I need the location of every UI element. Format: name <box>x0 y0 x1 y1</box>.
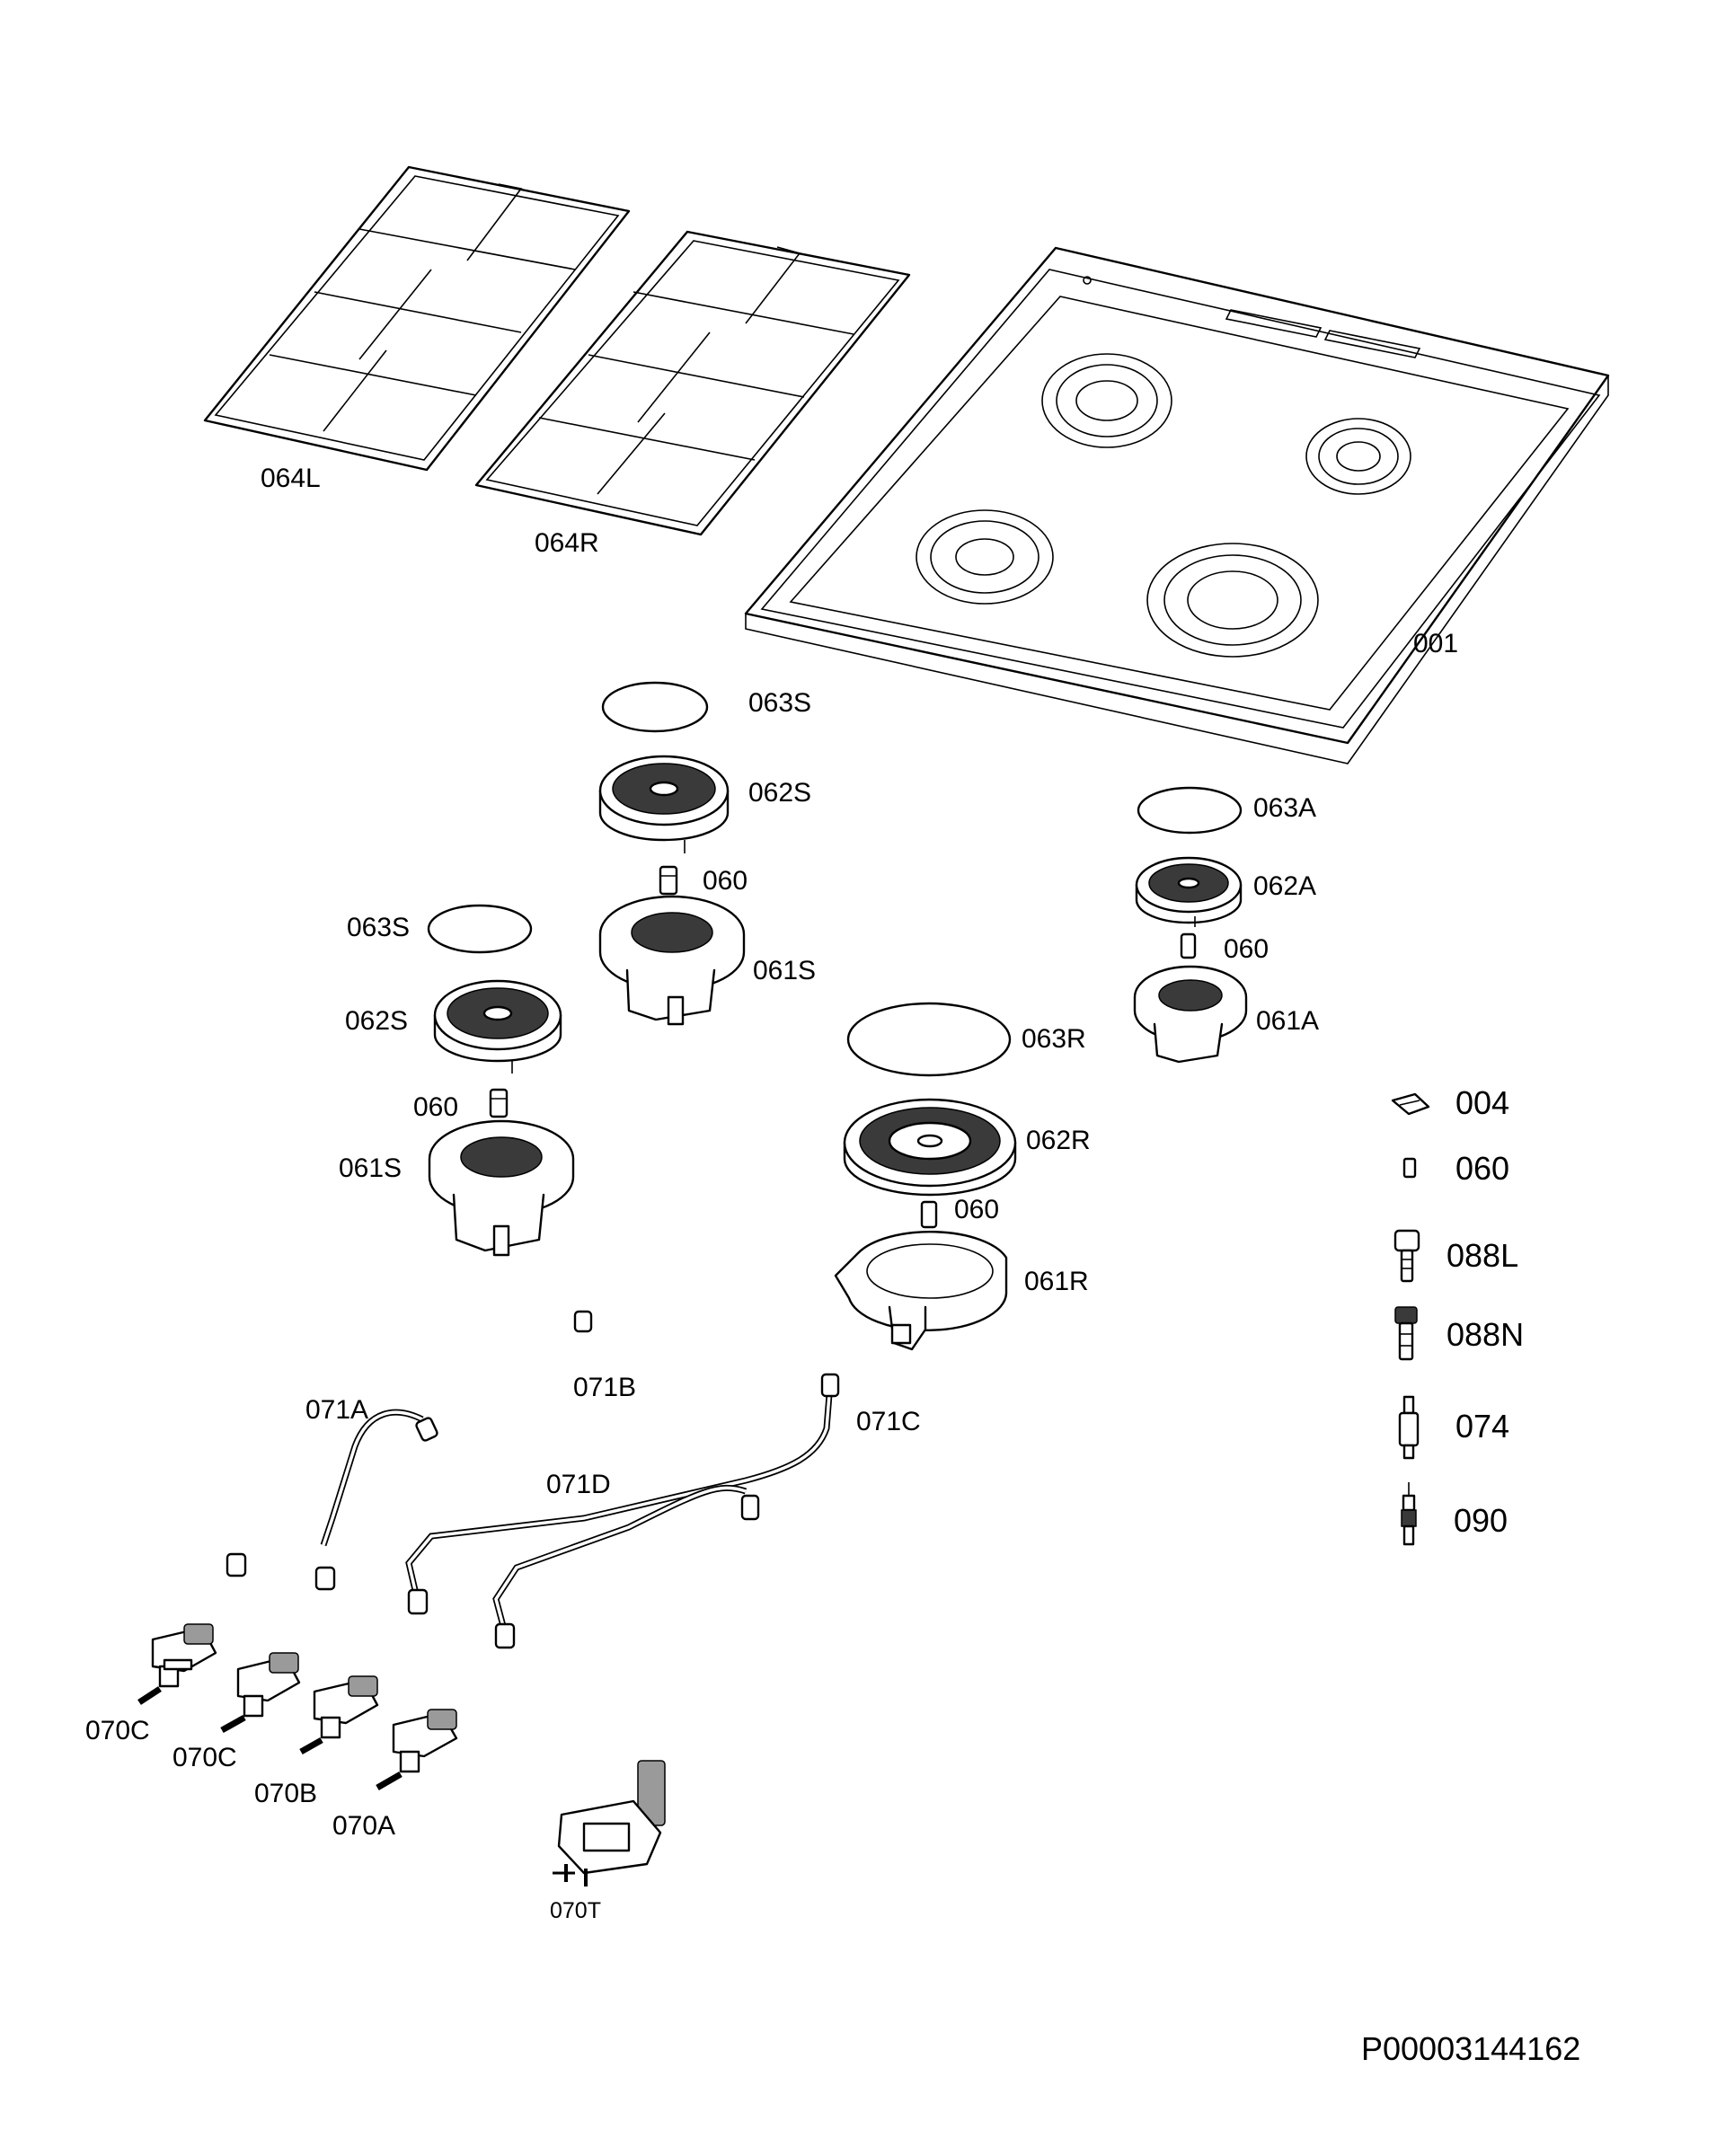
gas-tap-070A-icon <box>376 1709 458 1791</box>
gas-tap-070C-second-icon <box>220 1652 301 1734</box>
burner-base-061S-lower-icon <box>428 1119 575 1257</box>
label-062R: 062R <box>1026 1126 1091 1155</box>
burner-base-061R-icon <box>834 1230 1008 1351</box>
label-064R: 064R <box>535 528 599 558</box>
label-062S-upper: 062S <box>748 778 812 808</box>
label-061A: 061A <box>1256 1006 1320 1036</box>
legend-label-074: 074 <box>1455 1408 1510 1445</box>
burner-cap-063A-icon <box>1137 786 1243 835</box>
burner-crown-062A-icon <box>1135 856 1243 927</box>
injector-060-center-icon <box>920 1200 938 1229</box>
gas-tap-070T-icon <box>553 1760 666 1886</box>
legend-label-004: 004 <box>1455 1084 1510 1121</box>
thermocouple-074-icon <box>1398 1395 1420 1460</box>
grate-064R-icon <box>474 230 911 536</box>
gas-pipe-071C-071D-icon <box>405 1373 840 1649</box>
burner-crown-062R-icon <box>843 1098 1017 1197</box>
label-061R: 061R <box>1024 1267 1089 1296</box>
hob-top-001-icon <box>744 246 1610 764</box>
burner-crown-062S-upper-icon <box>598 755 730 853</box>
legend-label-090: 090 <box>1454 1502 1508 1539</box>
label-071C: 071C <box>856 1407 921 1436</box>
injector-060-upper-icon <box>659 865 678 896</box>
label-064L: 064L <box>261 464 321 493</box>
label-061S-upper: 061S <box>753 956 817 985</box>
injector-060-legend-icon <box>1402 1157 1417 1179</box>
label-061S-lower: 061S <box>339 1153 403 1183</box>
burner-cap-063R-icon <box>846 1002 1012 1077</box>
connector-088N-icon <box>1394 1306 1418 1361</box>
label-060-upper: 060 <box>703 866 748 896</box>
injector-060-lower-icon <box>489 1088 509 1118</box>
label-070T: 070T <box>550 1898 601 1923</box>
label-062S-lower: 062S <box>345 1006 409 1036</box>
label-071A: 071A <box>305 1395 369 1425</box>
label-063S-upper: 063S <box>748 688 812 718</box>
legend-label-088L: 088L <box>1446 1237 1519 1274</box>
burner-cap-063S-upper-icon <box>601 681 709 733</box>
document-id: P00003144162 <box>1361 2030 1581 2067</box>
label-060-right: 060 <box>1224 934 1270 964</box>
label-071B: 071B <box>573 1373 637 1402</box>
label-060-center: 060 <box>954 1195 1000 1224</box>
burner-cap-063S-lower-icon <box>427 904 533 954</box>
gas-tap-070C-first-icon <box>137 1623 217 1705</box>
burner-crown-062S-lower-icon <box>433 979 562 1074</box>
label-001: 001 <box>1413 629 1459 658</box>
label-063S-lower: 063S <box>347 913 411 942</box>
legend-label-088N: 088N <box>1446 1316 1525 1353</box>
label-063R: 063R <box>1022 1024 1086 1054</box>
grate-064L-icon <box>203 165 631 472</box>
label-070C-first: 070C <box>85 1716 150 1745</box>
label-060-lower: 060 <box>413 1092 459 1122</box>
burner-base-061A-icon <box>1133 965 1248 1064</box>
label-062A: 062A <box>1253 871 1317 901</box>
label-070C-second: 070C <box>173 1743 237 1772</box>
gas-tap-070B-icon <box>299 1675 379 1755</box>
label-063A: 063A <box>1253 793 1317 823</box>
burner-base-061S-upper-icon <box>598 895 746 1026</box>
label-071D: 071D <box>546 1470 611 1499</box>
gas-pipe-071A-071B-icon <box>226 1310 593 1591</box>
spark-plug-090-icon <box>1401 1482 1417 1546</box>
label-070B: 070B <box>254 1779 318 1808</box>
injector-060-right-icon <box>1180 932 1197 959</box>
legend-label-060: 060 <box>1455 1150 1510 1187</box>
clip-004-icon <box>1391 1092 1430 1116</box>
label-070A: 070A <box>332 1811 396 1841</box>
connector-088L-icon <box>1393 1229 1420 1283</box>
